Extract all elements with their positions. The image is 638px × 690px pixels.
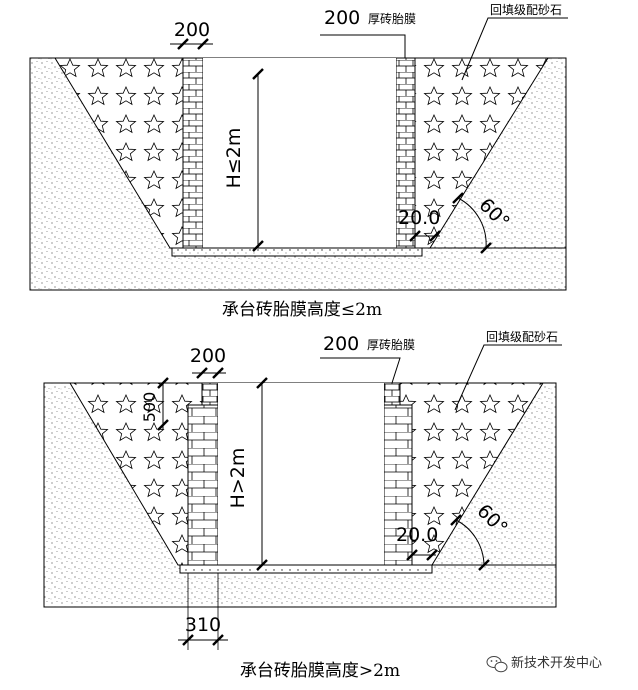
top-cushion-layer: [171, 247, 423, 257]
bottom-pile-cap-space: [218, 383, 384, 565]
bottom-wall-dim-tick-right: [212, 367, 224, 379]
bottom-height-tick-top: [256, 377, 268, 389]
bottom-offset-tick-left: [406, 549, 418, 561]
top-angle-tick-a: [452, 192, 464, 204]
top-pile-cap-space: [203, 58, 396, 248]
watermark: 新技术开发中心: [486, 655, 602, 673]
bottom-cushion-layer: [179, 564, 433, 574]
bottom-height-label: H>2m: [227, 448, 249, 509]
bottom-offset-label: 20.0: [396, 524, 438, 546]
bottom-step-tick-top: [157, 377, 169, 389]
bottom-base-tick-left: [182, 634, 194, 646]
bottom-left-lower-wall: [187, 404, 219, 566]
top-wall-dim-tick-right: [197, 38, 209, 50]
bottom-step-label: 500: [140, 392, 159, 423]
bottom-caption: 承台砖胎膜高度>2m: [240, 661, 400, 681]
bottom-backfill-leader: [454, 344, 562, 411]
top-offset-tick-right: [429, 230, 441, 242]
bottom-base-tick-right: [212, 634, 224, 646]
top-height-tick-bottom: [252, 240, 264, 252]
top-height-label: H≤2m: [223, 128, 245, 189]
top-wall-dim-label: 200: [174, 19, 210, 41]
top-height-tick-top: [252, 68, 264, 80]
bottom-figure: H>2m 500 200 200 厚砖胎膜 回填级配砂石 20.0 60° 31…: [43, 330, 562, 681]
bottom-angle-tick-a: [450, 514, 462, 526]
bottom-offset-tick-right: [426, 549, 438, 561]
bottom-angle-tick-b: [478, 559, 490, 571]
top-caption: 承台砖胎膜高度≤2m: [222, 300, 382, 320]
bottom-step-tick-bottom: [157, 419, 169, 431]
bottom-thickness-suffix: 厚砖胎膜: [367, 337, 415, 352]
bottom-wall-dim-tick-left: [196, 367, 208, 379]
bottom-backfill-label: 回填级配砂石: [486, 330, 558, 344]
bottom-right-upper-wall: [383, 382, 401, 406]
top-figure: H≤2m 200 200 厚砖胎膜 回填级配砂石 20.0 60° 承台砖胎膜高…: [29, 3, 568, 320]
top-wall-dim-tick-left: [177, 38, 189, 50]
wechat-logo-icon: [486, 656, 508, 673]
bottom-left-upper-wall: [201, 382, 219, 406]
top-thickness-leader: [320, 34, 406, 58]
top-backfill-leader: [461, 17, 568, 81]
top-backfill-label: 回填级配砂石: [490, 3, 562, 17]
top-angle-tick-b: [480, 242, 492, 254]
top-thickness-label: 200: [324, 7, 360, 29]
bottom-base-width-label: 310: [185, 614, 221, 636]
watermark-text: 新技术开发中心: [511, 655, 602, 671]
bottom-height-tick-bottom: [256, 559, 268, 571]
top-left-brick-wall: [182, 57, 204, 249]
top-thickness-suffix: 厚砖胎膜: [368, 11, 416, 26]
bottom-thickness-label: 200: [323, 333, 359, 355]
top-angle-arc: [457, 197, 487, 249]
bottom-angle-arc: [455, 519, 485, 566]
top-offset-label: 20.0: [398, 207, 440, 229]
top-offset-tick-left: [409, 230, 421, 242]
bottom-thickness-leader: [320, 357, 401, 384]
bottom-wall-dim-label: 200: [190, 345, 226, 367]
